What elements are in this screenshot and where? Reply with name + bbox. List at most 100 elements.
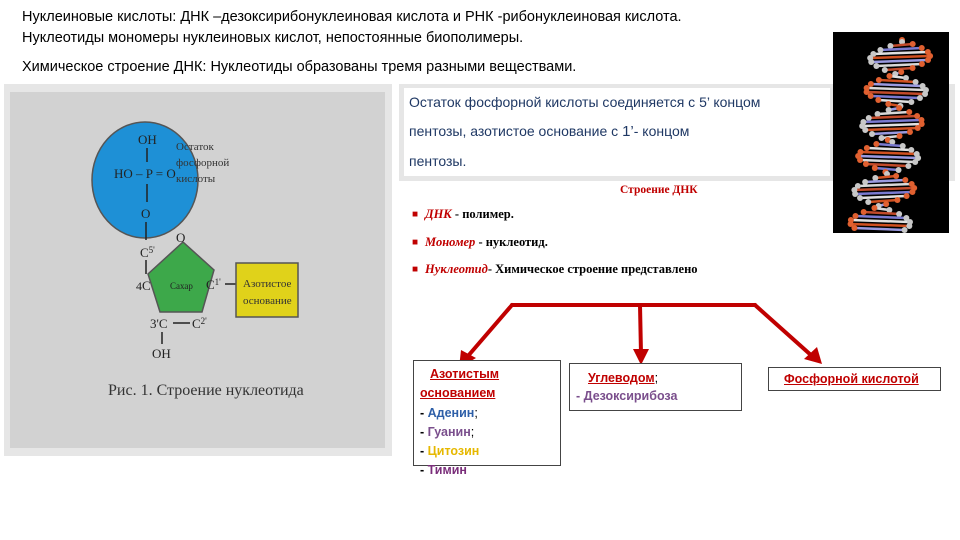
helix-rung <box>855 214 907 220</box>
helix-backbone-atom <box>896 211 903 217</box>
helix-backbone-atom <box>863 145 870 151</box>
bases-box-title: основанием <box>420 386 496 400</box>
sugar-label: Сахар <box>170 281 193 291</box>
helix-rung <box>890 42 913 48</box>
bullet-item: ■ДНК - полимер. <box>412 207 514 221</box>
helix-rung <box>874 166 899 172</box>
helix-backbone-atom <box>909 189 916 195</box>
helix-rung <box>866 86 926 92</box>
helix-backbone-atom <box>847 221 854 227</box>
helix-backbone-atom <box>909 41 916 47</box>
helix-backbone-atom <box>916 95 923 101</box>
carb-item: - Дезоксирибоза <box>576 389 678 403</box>
helix-rung <box>876 142 903 148</box>
helix-backbone-atom <box>868 59 875 65</box>
num4-text: 4 <box>136 279 142 293</box>
phosphate-formula-text: HO – P = O <box>114 166 176 181</box>
helix-rung <box>868 198 898 204</box>
phosphate-circle <box>91 121 199 239</box>
helix-rung <box>865 126 918 132</box>
base-item: - Тимин <box>420 463 467 477</box>
helix-backbone-atom <box>862 161 869 167</box>
helix-backbone-atom <box>908 99 915 105</box>
helix-rung <box>878 98 912 104</box>
helix-backbone-atom <box>852 213 859 219</box>
helix-rung <box>858 154 919 160</box>
helix-rung <box>868 114 918 120</box>
helix-backbone-atom <box>914 113 921 119</box>
helix-backbone-atom <box>912 159 919 165</box>
helix-backbone-atom <box>903 215 910 221</box>
helix-rung <box>850 222 910 228</box>
helix-backbone-atom <box>878 135 885 141</box>
info-box <box>404 88 830 176</box>
arrow-line-carbs <box>638 303 643 356</box>
helix-backbone-atom <box>852 191 859 197</box>
helix-backbone-atom <box>887 43 894 49</box>
helix-rung <box>854 186 915 192</box>
helix-backbone-atom <box>875 77 882 83</box>
helix-backbone-atom <box>899 143 906 149</box>
base-label-line: основание <box>243 295 292 307</box>
helix-backbone-atom <box>873 141 880 147</box>
helix-backbone-atom <box>870 51 877 57</box>
c1-text: C1' <box>206 277 221 292</box>
dna-helix-drawing <box>847 37 934 233</box>
helix-rung <box>870 94 921 100</box>
helix-backbone-atom <box>863 89 870 95</box>
helix-backbone-atom <box>872 175 879 181</box>
helix-rung <box>877 110 910 116</box>
helix-backbone-atom <box>896 105 903 111</box>
helix-backbone-atom <box>865 115 872 121</box>
helix-backbone-atom <box>877 47 884 53</box>
helix-rung <box>876 62 922 68</box>
helix-backbone-atom <box>894 197 901 203</box>
phosphate-label-line: фосфорной <box>176 157 229 169</box>
helix-backbone-atom <box>889 139 896 145</box>
helix-rung <box>850 218 911 224</box>
oh-text: OH <box>152 346 171 361</box>
c3-text: 3'C <box>150 316 168 331</box>
helix-backbone-atom <box>908 147 915 153</box>
nucleotide-figure: OH HO – P = O O Остаток фосфорной кислот… <box>10 92 385 448</box>
helix-backbone-atom <box>905 163 912 169</box>
helix-rung <box>870 82 923 88</box>
helix-rung <box>863 118 922 124</box>
helix-rung <box>881 134 900 140</box>
bullet-icon: ■ <box>412 209 419 220</box>
arrow-line-bases <box>466 303 514 358</box>
helix-backbone-atom <box>875 97 882 103</box>
helix-backbone-atom <box>886 73 893 79</box>
helix-rung <box>859 194 907 200</box>
helix-backbone-atom <box>902 75 909 81</box>
helix-backbone-atom <box>896 133 903 139</box>
arrow-line-phosphate <box>753 303 814 358</box>
helix-backbone-atom <box>857 195 864 201</box>
helix-backbone-atom <box>893 173 900 179</box>
helix-backbone-atom <box>906 109 913 115</box>
phosphate-box-title: Фосфорной кислотой <box>784 372 919 386</box>
helix-backbone-atom <box>885 101 892 107</box>
helix-rung <box>863 210 900 216</box>
arrowhead-icon <box>804 347 822 364</box>
base-item: - Аденин; <box>420 406 478 420</box>
c2-text: C2' <box>192 316 207 331</box>
helix-backbone-atom <box>869 131 876 137</box>
helix-backbone-atom <box>862 127 869 133</box>
helix-backbone-atom <box>867 81 874 87</box>
carbs-box-title: Углеводом; <box>588 371 659 385</box>
header-line-1: Нуклеиновые кислоты: ДНК –дезоксирибонук… <box>22 9 682 25</box>
helix-rung <box>871 130 911 136</box>
helix-rung <box>860 150 917 156</box>
helix-rung <box>854 226 905 232</box>
helix-backbone-atom <box>885 107 892 113</box>
helix-backbone-atom <box>871 205 878 211</box>
bullet-icon: ■ <box>412 237 419 248</box>
arrowhead-icon <box>633 349 649 365</box>
helix-backbone-atom <box>909 65 916 71</box>
bullet-item: ■Нуклеотид- Химическое строение представ… <box>412 262 698 276</box>
phosphate-box: Фосфорной кислотой <box>768 367 941 391</box>
helix-backbone-atom <box>854 183 861 189</box>
helix-backbone-atom <box>884 137 891 143</box>
helix-rung <box>870 54 931 60</box>
